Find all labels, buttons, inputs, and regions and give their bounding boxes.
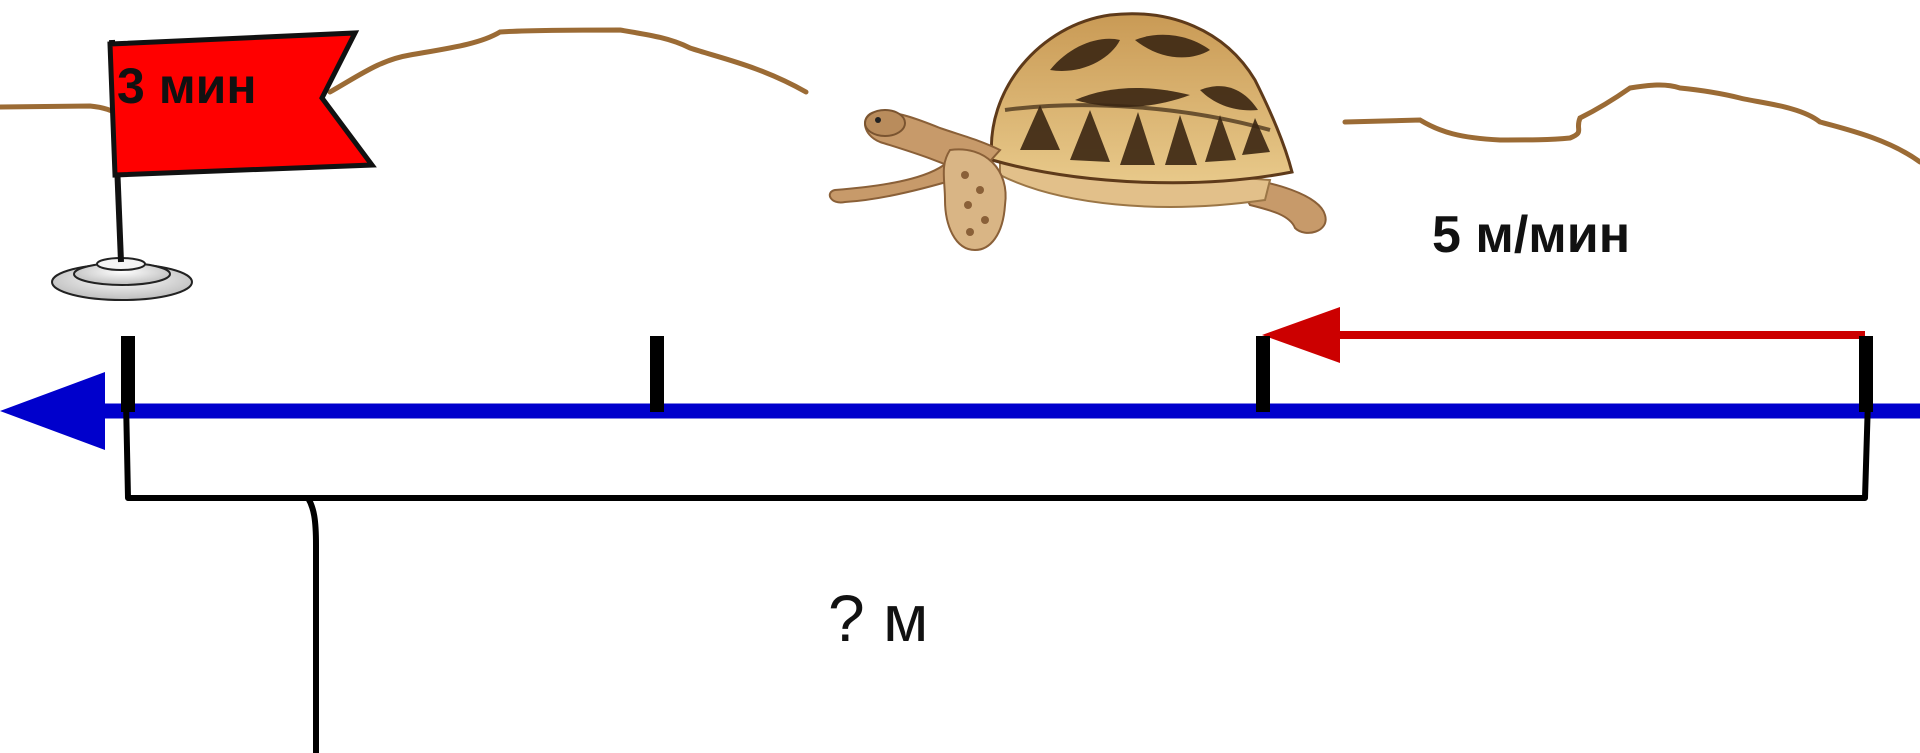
- number-line-ticks: [121, 336, 1873, 412]
- finish-flag-icon: 3 мин: [51, 30, 377, 301]
- velocity-arrow-head: [1262, 307, 1340, 363]
- ground-line-right: [1342, 82, 1920, 165]
- tortoise-icon: [828, 12, 1327, 252]
- flag-cloth: [107, 30, 377, 178]
- brace-stem: [305, 496, 319, 753]
- velocity-arrow: [1262, 307, 1865, 363]
- number-line: [0, 372, 1920, 450]
- distance-brace: [123, 399, 1871, 753]
- number-line-arrowhead: [0, 372, 105, 450]
- speed-label: 5 м/мин: [1432, 206, 1630, 264]
- distance-question-label: ? м: [828, 581, 928, 655]
- brace-bracket: [123, 399, 1871, 501]
- flag-label: 3 мин: [117, 58, 257, 114]
